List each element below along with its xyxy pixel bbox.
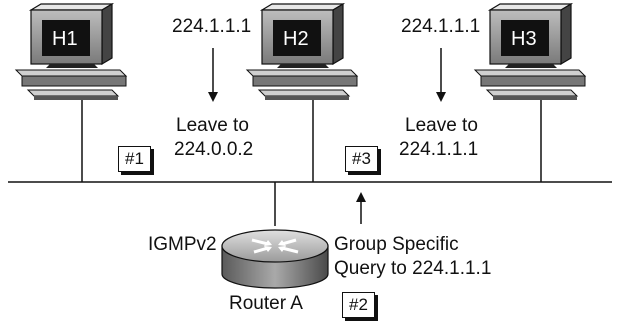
host-h1-label: H1 [52, 28, 78, 50]
step-2-badge: #2 [342, 292, 375, 318]
h3-group-address: 224.1.1.1 [401, 16, 481, 37]
step-1-badge: #1 [118, 146, 151, 172]
query-label-line1: Group Specific [334, 234, 459, 255]
step-3-badge: #3 [345, 146, 378, 172]
h2-leave-arrow [208, 48, 218, 102]
h3-leave-arrow [436, 48, 446, 102]
router-a-icon [221, 229, 329, 289]
host-h2-computer [245, 2, 359, 100]
h3-leave-label-line2: 224.1.1.1 [399, 139, 479, 160]
query-arrow [356, 192, 366, 224]
h2-leave-label-line1: Leave to [176, 115, 249, 136]
host-h3-label: H3 [511, 28, 537, 50]
host-h2-label: H2 [283, 28, 309, 50]
router-name-label: Router A [229, 293, 303, 314]
h2-leave-label-line2: 224.0.0.2 [174, 139, 254, 160]
router-protocol-label: IGMPv2 [148, 234, 217, 255]
h3-leave-label-line1: Leave to [405, 115, 478, 136]
host-h1-computer [14, 2, 128, 100]
query-label-line2: Query to 224.1.1.1 [334, 258, 492, 279]
host-h3-computer [473, 2, 587, 100]
h2-group-address: 224.1.1.1 [172, 16, 252, 37]
